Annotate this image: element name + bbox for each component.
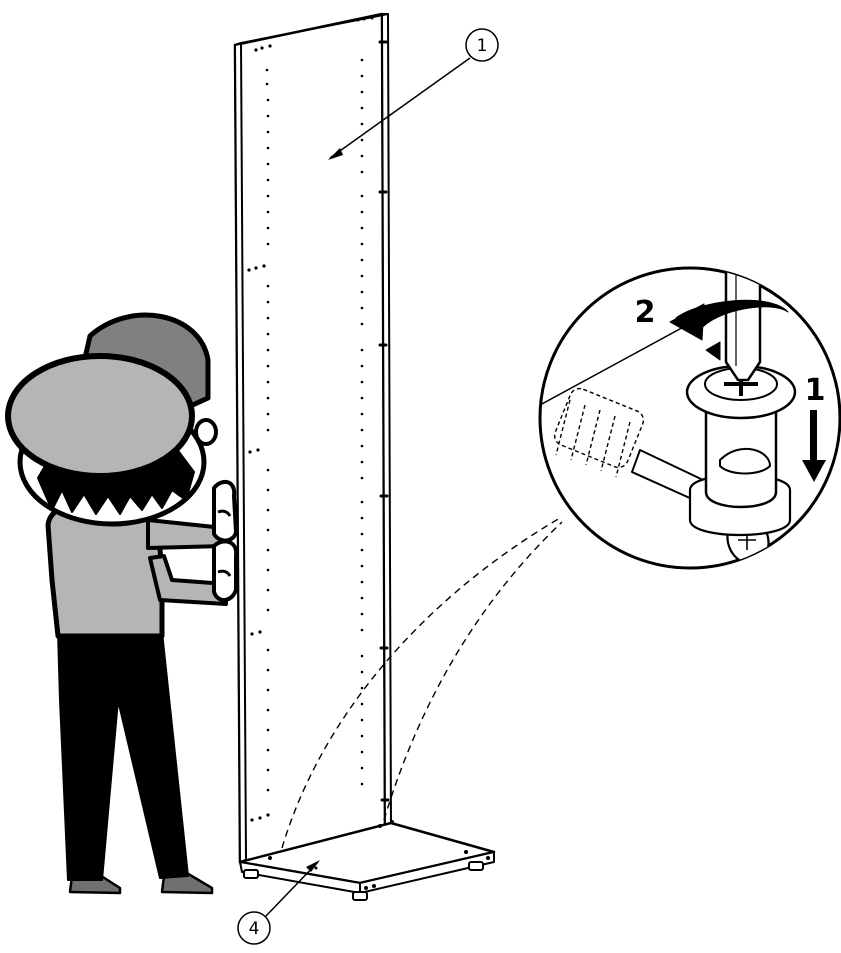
ear xyxy=(196,420,216,444)
step-label-press: 1 xyxy=(805,373,826,408)
callout-label-base: 4 xyxy=(249,919,260,939)
pants xyxy=(58,632,188,880)
step-label-turn: 2 xyxy=(635,295,656,330)
side-panel xyxy=(235,14,391,862)
cam-lock-detail: 2 1 xyxy=(540,236,840,569)
callout-label-panel: 1 xyxy=(477,36,488,56)
cap-brim xyxy=(8,356,192,476)
person-figure xyxy=(8,315,236,893)
press-arrow-shaft xyxy=(810,410,817,464)
